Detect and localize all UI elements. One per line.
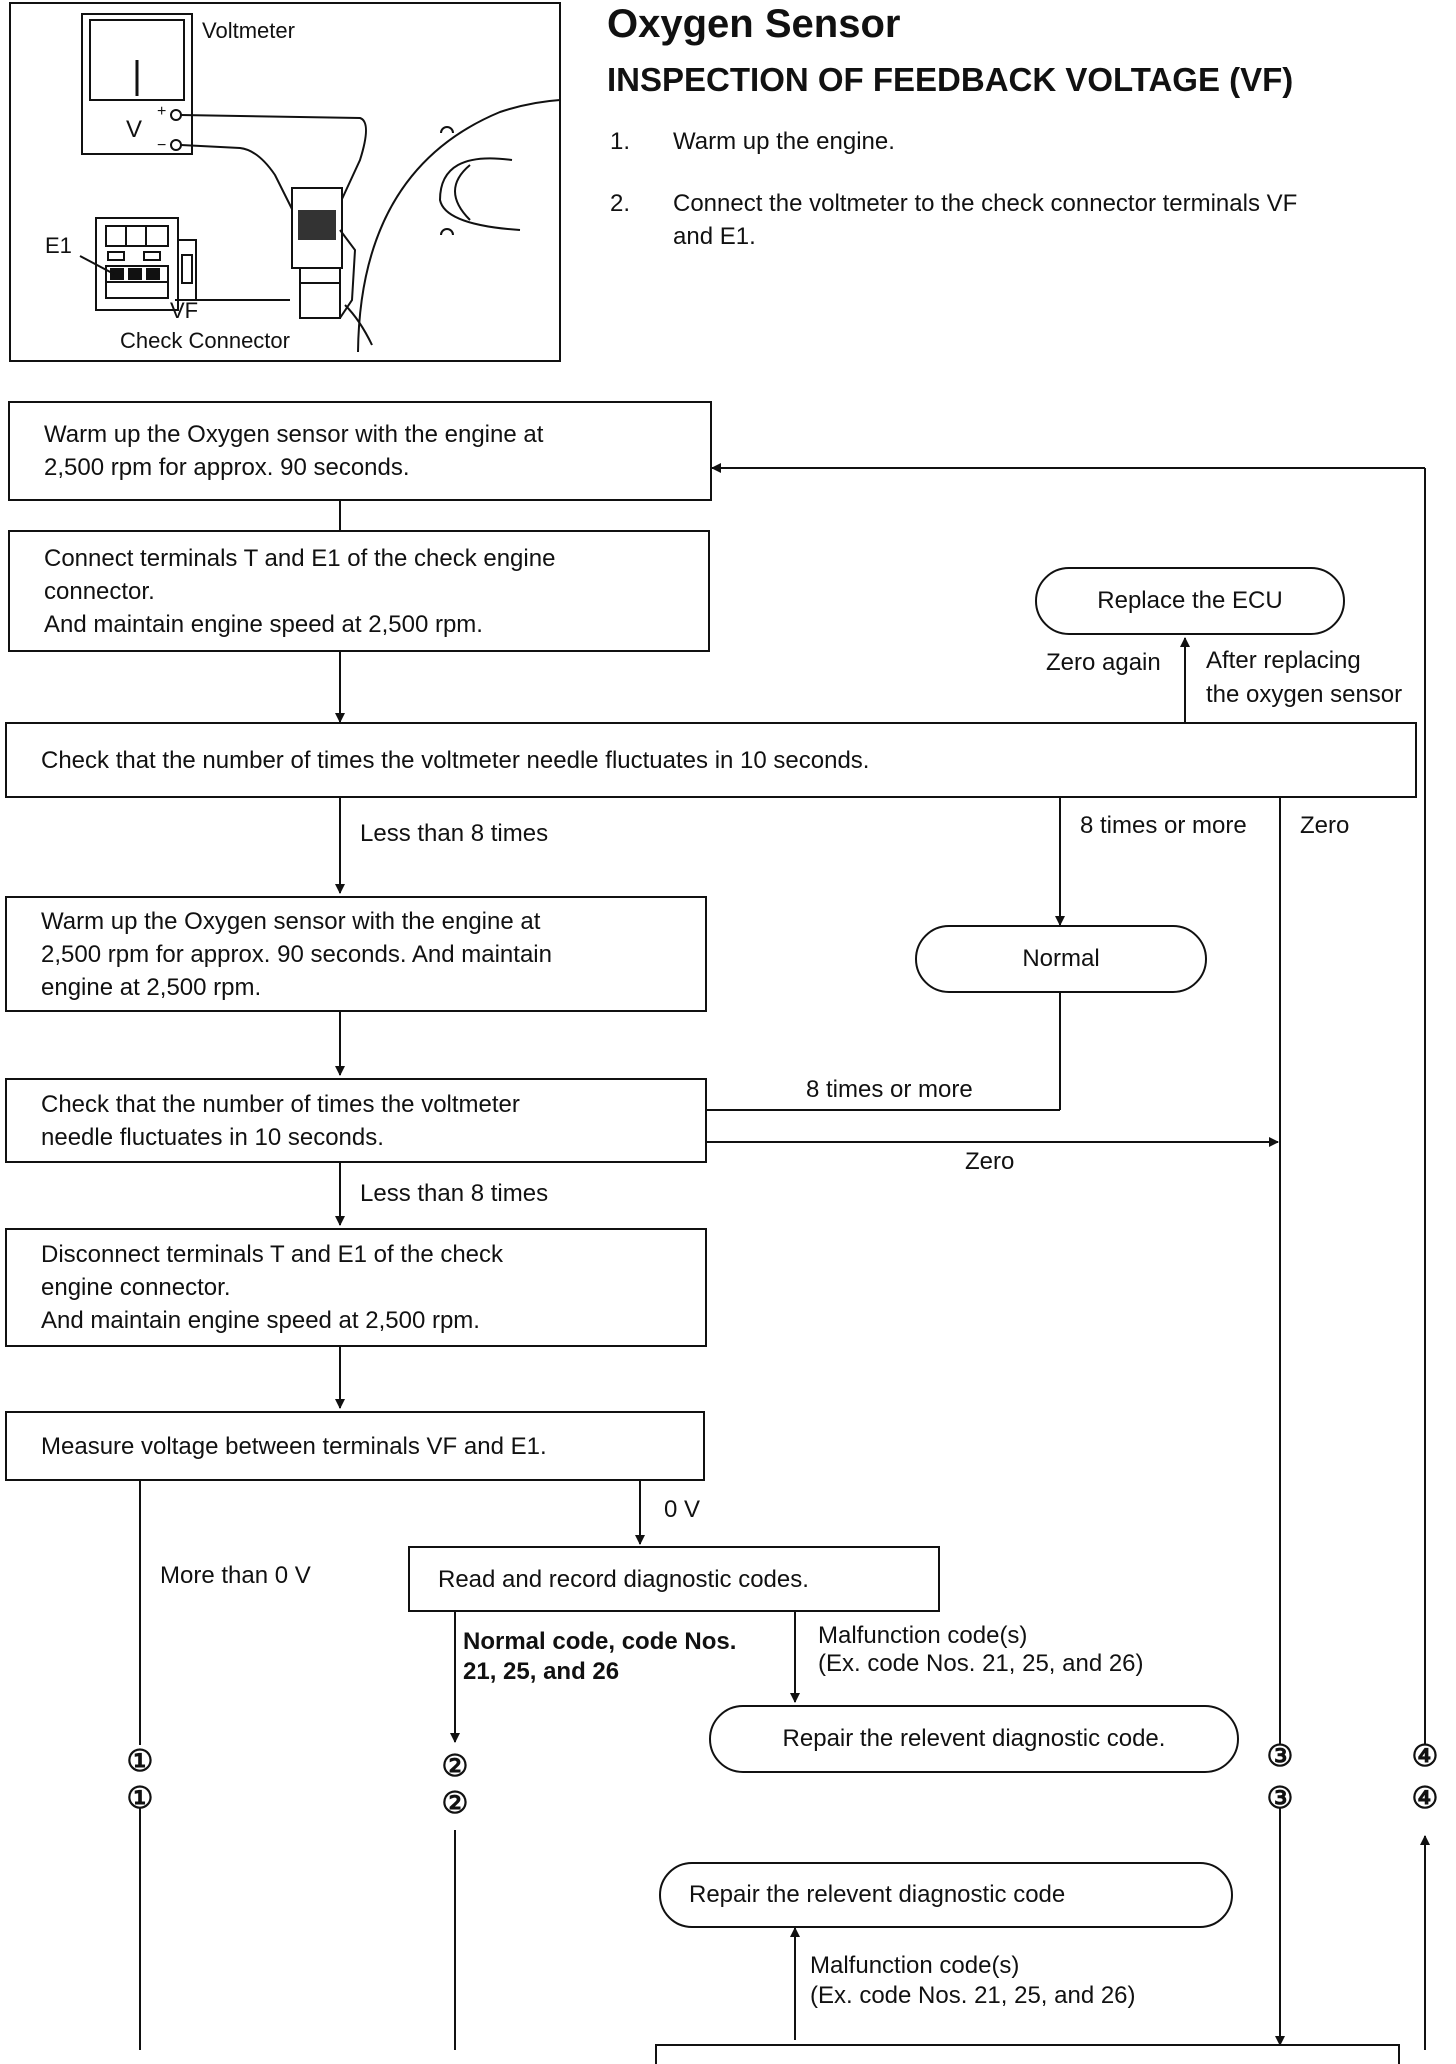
branch-label-malfunction: Malfunction code(s) [810, 1952, 1020, 1979]
flow-step-disconnect: Disconnect terminals T and E1 of the che… [5, 1228, 707, 1347]
terminal-repair-code-1: Repair the relevent diagnostic code. [709, 1705, 1239, 1773]
branch-label-malfunction: (Ex. code Nos. 21, 25, and 26) [810, 1982, 1136, 2009]
connector-1-marker: ① [126, 1745, 154, 1778]
minus-sign: − [157, 137, 167, 154]
flow-step-text: connector. [44, 577, 155, 605]
branch-label-less-than-8: Less than 8 times [360, 1180, 549, 1207]
flow-step-text: engine at 2,500 rpm. [41, 973, 262, 1001]
branch-label-normal-code: 21, 25, and 26 [463, 1658, 620, 1685]
terminal-text: Repair the relevent diagnostic code [689, 1881, 1066, 1908]
branch-label-8-or-more: 8 times or more [1080, 812, 1247, 839]
branch-label-more-than-0v: More than 0 V [160, 1562, 311, 1589]
flow-step-text: 2,500 rpm for approx. 90 seconds. [44, 454, 410, 481]
step-text: Connect the voltmeter to the check conne… [673, 190, 1298, 217]
v-label: V [126, 116, 143, 143]
terminal-text: Repair the relevent diagnostic code. [782, 1725, 1166, 1752]
connector-4-marker: ④ [1411, 1782, 1439, 1815]
page-title: Oxygen Sensor [607, 2, 901, 46]
connector-3-marker: ③ [1266, 1740, 1294, 1773]
connector-4-marker: ④ [1411, 1740, 1439, 1773]
flow-step-text: 2,500 rpm for approx. 90 seconds. And ma… [41, 940, 552, 968]
flow-step-text: And maintain engine speed at 2,500 rpm. [41, 1307, 480, 1334]
branch-label-less-than-8: Less than 8 times [360, 820, 549, 847]
plus-sign: + [157, 103, 167, 120]
connector-2-marker: ② [441, 1787, 469, 1820]
check-connector-label: Check Connector [120, 328, 290, 353]
step-number: 1. [610, 128, 631, 155]
flow-step-text: Connect terminals T and E1 of the check … [44, 544, 556, 572]
branch-label-zero-again: Zero again [1046, 649, 1161, 676]
step-text: Warm up the engine. [673, 128, 895, 155]
flow-step-measure-voltage: Measure voltage between terminals VF and… [5, 1411, 705, 1481]
terminal-repair-code-2: Repair the relevent diagnostic code [659, 1862, 1233, 1928]
flow-step-warm-up-2: Warm up the Oxygen sensor with the engin… [5, 896, 707, 1012]
branch-label-malfunction: (Ex. code Nos. 21, 25, and 26) [818, 1650, 1144, 1677]
branch-label-after-replacing: the oxygen sensor [1206, 681, 1403, 708]
flow-step-text: And maintain engine speed at 2,500 rpm. [44, 610, 483, 638]
branch-label-0v: 0 V [664, 1496, 701, 1523]
branch-label-8-or-more: 8 times or more [806, 1076, 973, 1103]
flow-step-text: Warm up the Oxygen sensor with the engin… [41, 907, 541, 935]
voltmeter-connection-illustration [9, 2, 561, 362]
branch-label-zero: Zero [1300, 812, 1350, 839]
flow-step-warm-up: Warm up the Oxygen sensor with the engin… [8, 401, 712, 501]
step-number: 2. [610, 190, 631, 217]
branch-label-zero: Zero [965, 1148, 1015, 1175]
connector-1-marker: ① [126, 1782, 154, 1815]
flow-step-text: needle fluctuates in 10 seconds. [41, 1123, 384, 1151]
connector-2-marker: ② [441, 1750, 469, 1783]
flow-step-connect-t-e1: Connect terminals T and E1 of the check … [8, 530, 710, 652]
branch-label-malfunction: Malfunction code(s) [818, 1622, 1028, 1649]
flow-step-text: engine connector. [41, 1274, 231, 1301]
flow-step-text: Check that the number of times the voltm… [41, 1090, 520, 1118]
voltmeter-label: Voltmeter [202, 18, 295, 43]
branch-label-after-replacing: After replacing [1206, 647, 1361, 674]
terminal-replace-ecu: Replace the ECU [1035, 567, 1345, 635]
flow-step-text: Read and record diagnostic codes. [438, 1565, 809, 1593]
flow-step-check-fluctuation-2: Check that the number of times the voltm… [5, 1078, 707, 1163]
section-subtitle: INSPECTION OF FEEDBACK VOLTAGE (VF) [607, 61, 1294, 98]
terminal-text: Replace the ECU [1097, 587, 1283, 614]
vf-label: VF [170, 298, 199, 323]
flow-step-text: Warm up the Oxygen sensor with the engin… [44, 421, 544, 448]
flow-step-read-codes: Read and record diagnostic codes. [408, 1546, 940, 1612]
terminal-normal: Normal [915, 925, 1207, 993]
connector-3-marker: ③ [1266, 1782, 1294, 1815]
branch-label-normal-code: Normal code, code Nos. [463, 1628, 737, 1655]
flow-step-text: Measure voltage between terminals VF and… [41, 1432, 547, 1460]
terminal-text: Normal [1022, 945, 1100, 972]
flow-step-check-fluctuation-1: Check that the number of times the voltm… [5, 722, 1417, 798]
flow-step-text: Check that the number of times the voltm… [41, 746, 870, 774]
flow-step-text: Disconnect terminals T and E1 of the che… [41, 1241, 504, 1268]
step-text: and E1. [673, 223, 756, 250]
flow-step-cut-off [655, 2044, 1400, 2064]
e1-label: E1 [45, 233, 72, 258]
